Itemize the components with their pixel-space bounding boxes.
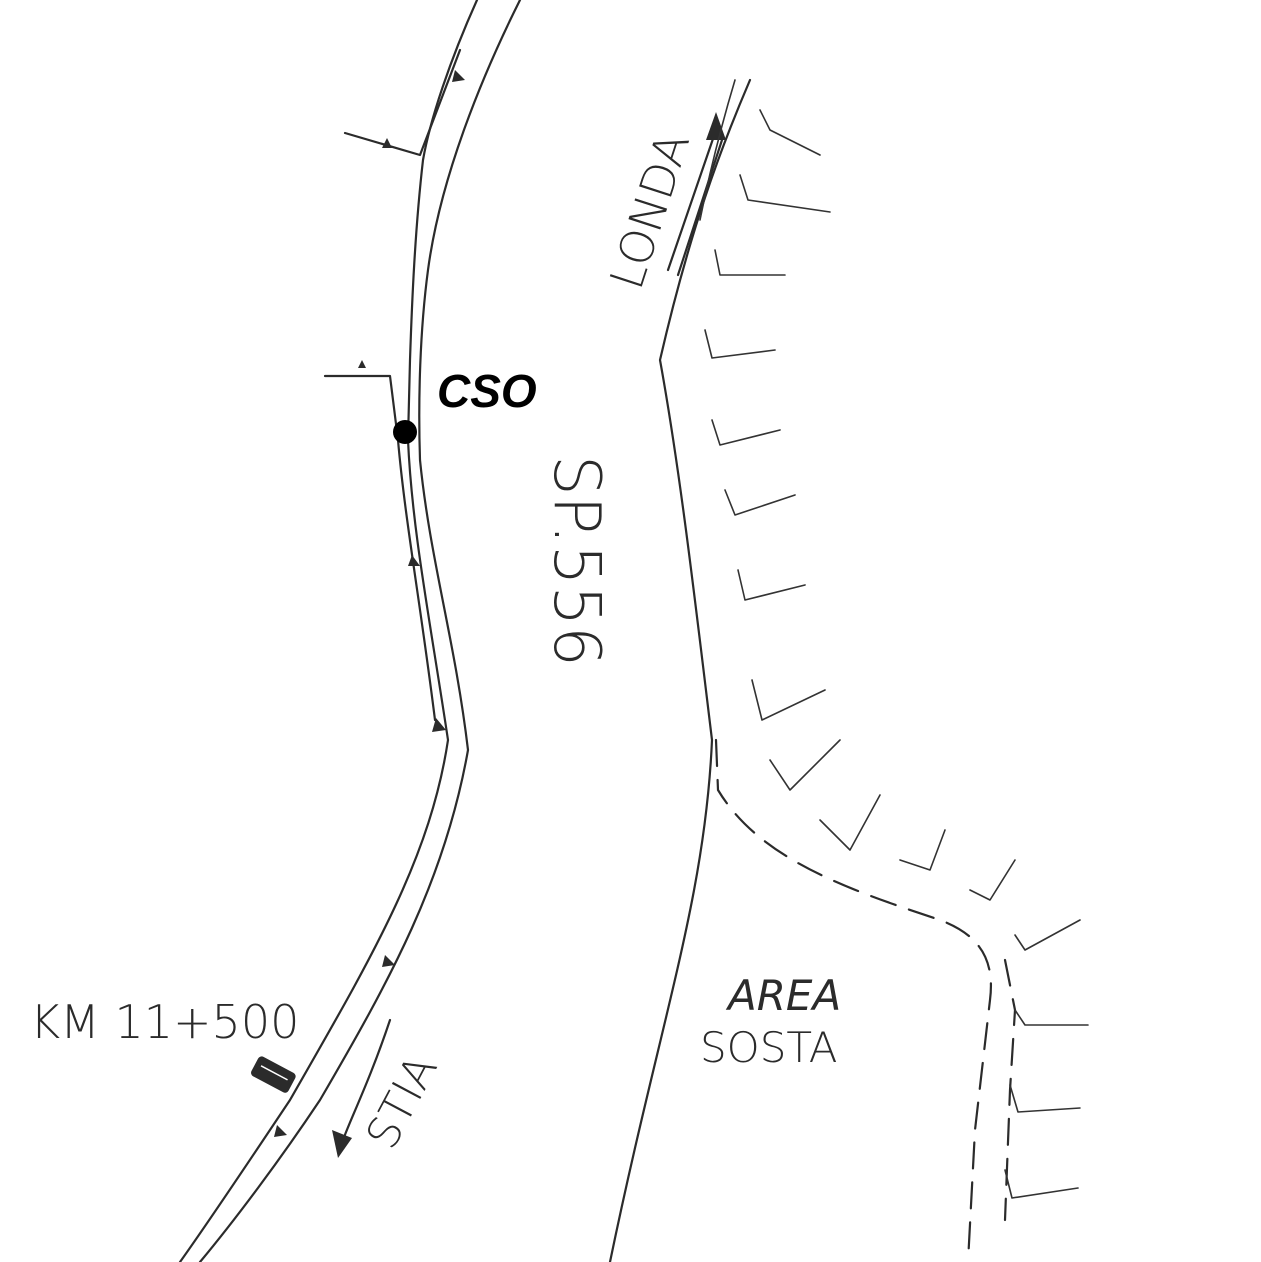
- direction-label-stia: STIA: [357, 1047, 448, 1157]
- direction-arrow-icon: [666, 112, 726, 277]
- direction-arrow-icon: [332, 1018, 392, 1158]
- direction-label-londa: LONDA: [599, 126, 700, 296]
- vegetation-icon: [699, 79, 1089, 1199]
- direction-arrow-icon: [274, 70, 465, 1137]
- point-marker-icon: [393, 420, 417, 444]
- road-label: SP.556: [539, 455, 613, 667]
- cso-label: CSO: [437, 365, 537, 417]
- side-road-cso: [323, 374, 437, 722]
- dashed-track-inner: [1003, 958, 1017, 1222]
- area-label-line2: SOSTA: [700, 1023, 838, 1072]
- milestone-icon: [251, 1056, 296, 1093]
- side-road-north: [343, 48, 462, 157]
- area-label-line1: AREA: [725, 971, 841, 1020]
- dashed-track: [714, 738, 992, 1262]
- road-right-edge: [608, 78, 752, 1262]
- road-left-edge: [178, 0, 522, 1262]
- kilometer-label: KM 11+500: [30, 995, 299, 1049]
